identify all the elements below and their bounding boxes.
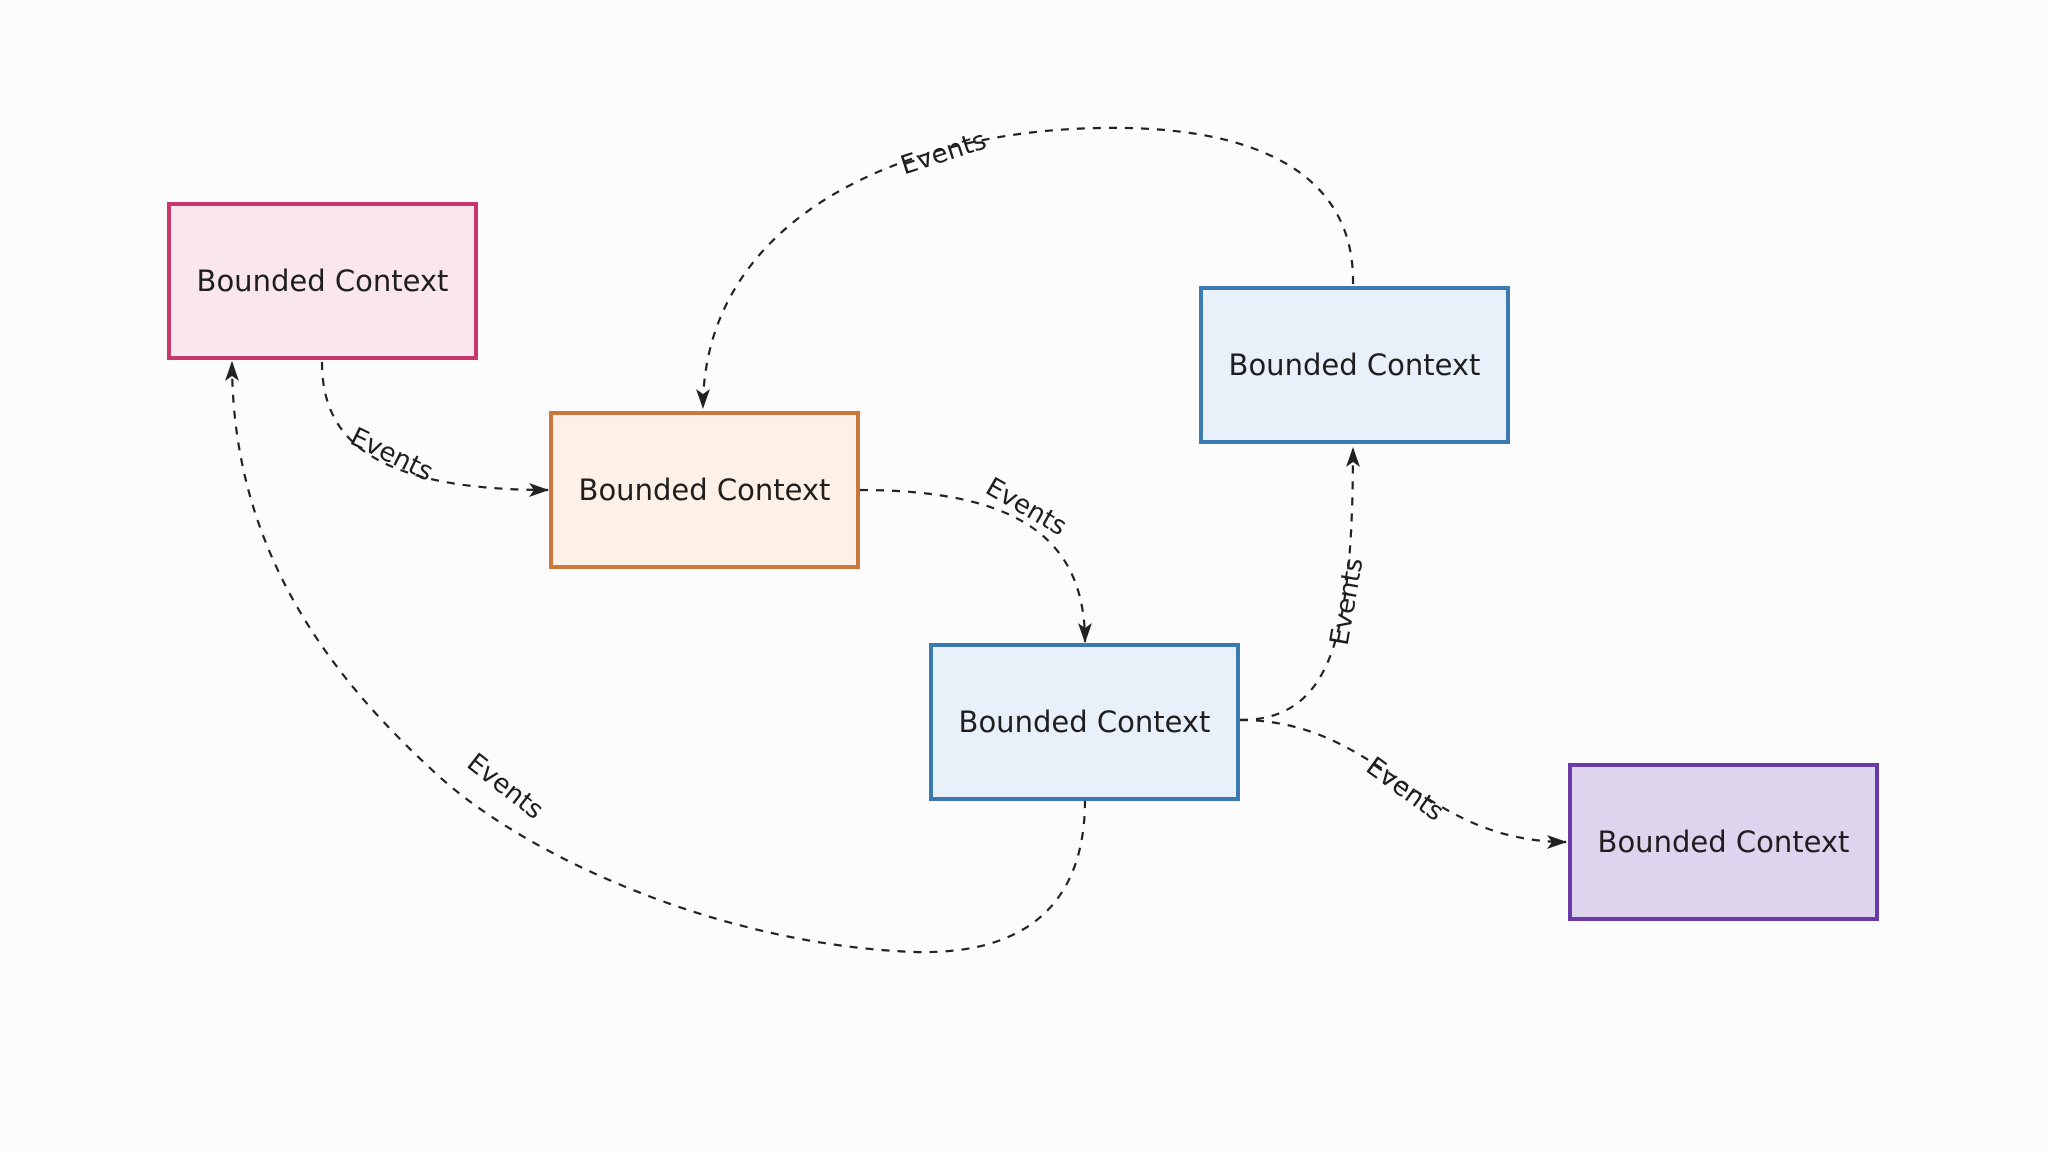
- node-purple-box: [1568, 763, 1879, 921]
- edge-orange-to-blue-mid: [859, 488, 1092, 643]
- node-blue-mid-label: Bounded Context: [959, 705, 1211, 739]
- edge-pink-to-orange: [320, 361, 549, 497]
- node-pink-box: [167, 202, 478, 360]
- edge-label-blue-mid-to-purple: Events: [1360, 752, 1449, 828]
- edge-blue-top-to-orange: [696, 126, 1355, 409]
- edge-blue-mid-to-blue-top: [1239, 447, 1360, 722]
- node-purple-label: Bounded Context: [1598, 825, 1850, 859]
- edge-label-blue-top-to-orange: Events: [897, 126, 990, 182]
- edge-label-orange-to-blue-mid: Events: [980, 472, 1071, 542]
- node-blue-top[interactable]: Bounded Context: [1199, 286, 1510, 444]
- node-orange-label: Bounded Context: [579, 473, 831, 507]
- node-pink-label: Bounded Context: [197, 264, 449, 298]
- node-purple[interactable]: Bounded Context: [1568, 763, 1879, 921]
- edge-blue-mid-to-purple: [1239, 718, 1567, 849]
- node-blue-top-label: Bounded Context: [1229, 348, 1481, 382]
- edge-label-pink-to-orange: Events: [345, 422, 437, 488]
- node-blue-top-box: [1199, 286, 1510, 444]
- node-blue-mid-box: [929, 643, 1240, 801]
- nodes: Bounded Context Bounded Context Bounded …: [167, 202, 1879, 921]
- node-orange-box: [549, 411, 860, 569]
- edge-label-blue-mid-to-pink: Events: [461, 748, 549, 826]
- node-blue-mid[interactable]: Bounded Context: [929, 643, 1240, 801]
- node-pink[interactable]: Bounded Context: [167, 202, 478, 360]
- node-orange[interactable]: Bounded Context: [549, 411, 860, 569]
- edge-blue-mid-to-pink: [225, 361, 1087, 954]
- edge-label-blue-mid-to-blue-top: Events: [1325, 556, 1370, 648]
